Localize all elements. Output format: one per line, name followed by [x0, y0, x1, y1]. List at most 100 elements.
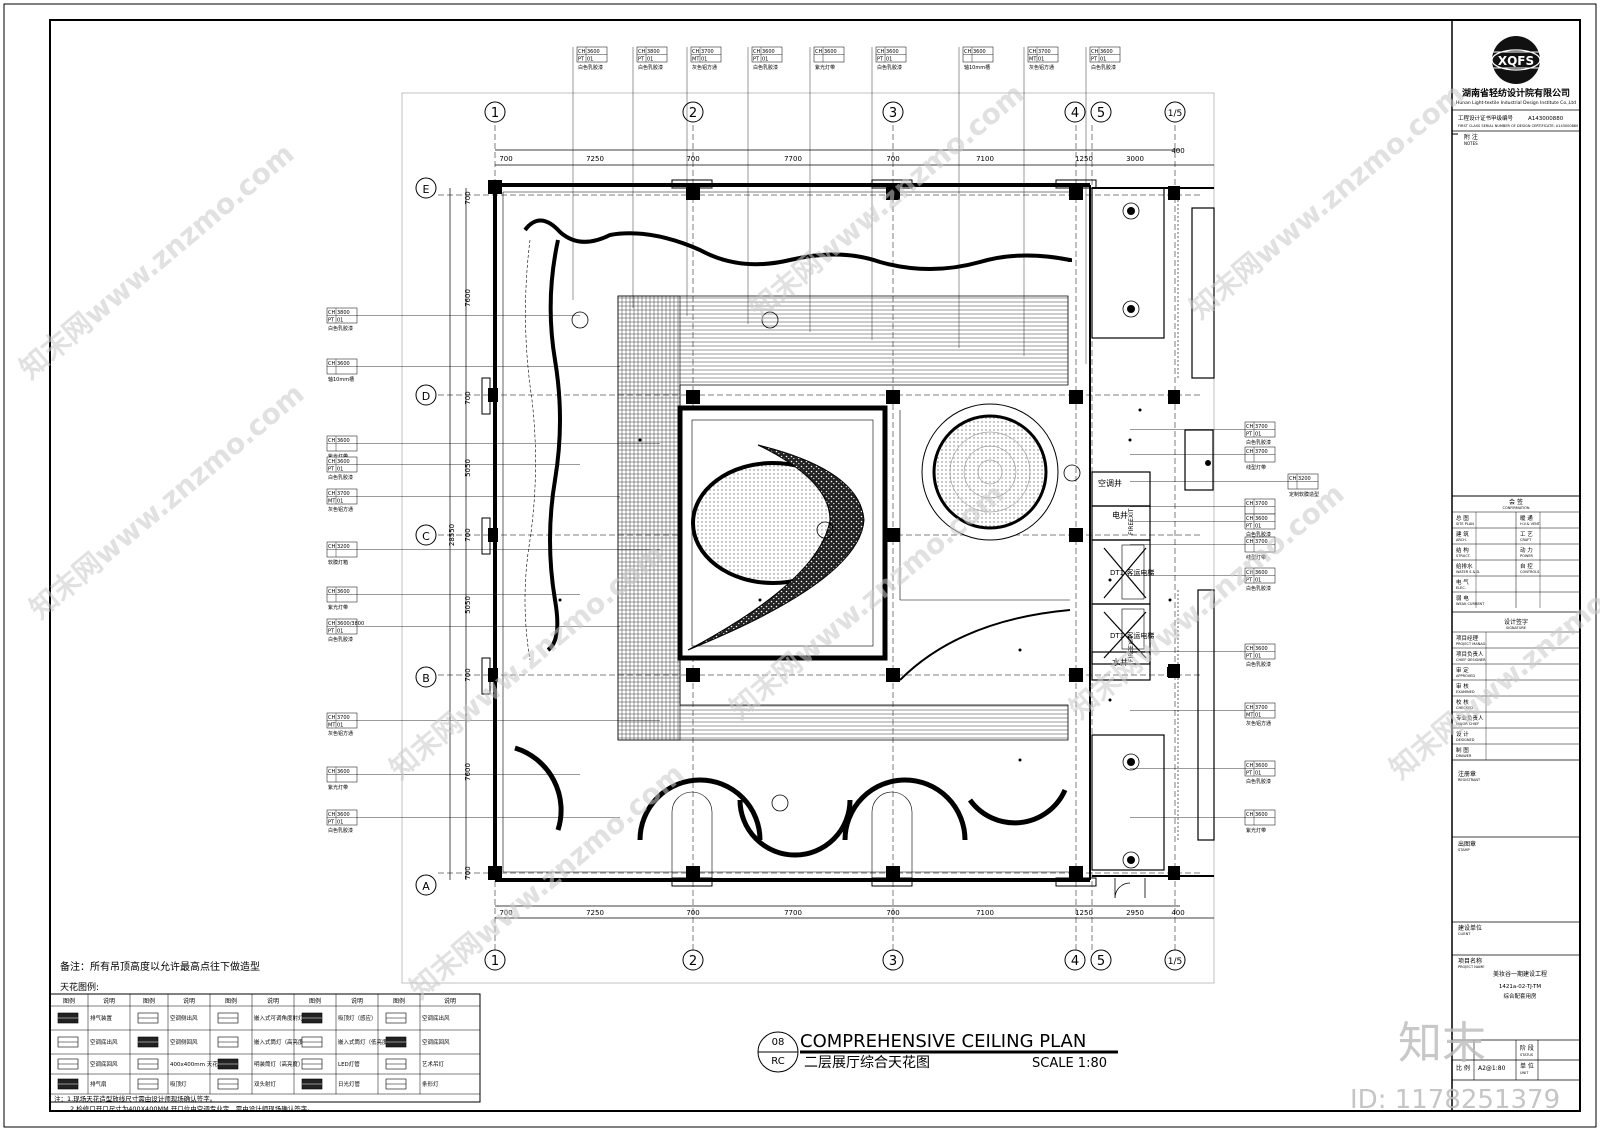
- tag-material: 01: [701, 57, 707, 63]
- svg-text:2: 2: [689, 954, 697, 969]
- dim: 700: [686, 909, 699, 917]
- tag-height: 3600: [762, 49, 775, 55]
- registrant-label: 注册章: [1458, 770, 1476, 778]
- tag-code: MT: [1246, 713, 1254, 719]
- tag-desc: 灰色铝方通: [328, 506, 353, 513]
- tag-code: CH: [753, 49, 760, 55]
- plan-title-block: 08 RC COMPREHENSIVE CEILING PLAN 二层展厅综合天…: [757, 1031, 1118, 1073]
- project-label: 项目名称: [1458, 957, 1482, 965]
- dim: 7100: [976, 909, 994, 917]
- legend-symbol-icon: [137, 1058, 159, 1070]
- tag-code: CH: [328, 361, 335, 367]
- sheet-inner-border: [49, 19, 1581, 1112]
- discipline-label-en: STRUCT.: [1456, 554, 1471, 558]
- dim: 400: [1171, 147, 1184, 155]
- legend-symbol-icon: [137, 1012, 159, 1024]
- legend-item-label: 嵌入式筒灯（高亮度）: [254, 1038, 309, 1046]
- tag-desc: 灰色铝方通: [1029, 64, 1054, 71]
- tag-code: PT: [1091, 57, 1098, 63]
- role-label: 设 计: [1456, 730, 1469, 738]
- legend-note: 2.检修口开口尺寸为400X400MM 开口位由空调专业定，需由设计师现场确认签…: [70, 1104, 314, 1113]
- legend-header: 说明: [103, 997, 115, 1005]
- tag-height: 3600/3800: [337, 621, 364, 627]
- tag-code: PT: [328, 318, 335, 324]
- floor-plan: 700 7250 700 7700 700 7100 1250 3000 400…: [401, 92, 1215, 984]
- legend-header: 图例: [225, 997, 237, 1005]
- stage-label: 阶 段: [1520, 1044, 1534, 1052]
- role-label-en: APPROVED: [1456, 674, 1475, 678]
- dim: 7250: [586, 909, 604, 917]
- tag-desc: 轴10mm槽: [964, 64, 990, 71]
- tag-material: 01: [1255, 771, 1261, 777]
- legend-symbol-icon: [301, 1058, 323, 1070]
- grid-bubble-row-b: B: [415, 666, 437, 688]
- tag-code: PT: [578, 57, 585, 63]
- tag-height: 3600: [973, 49, 986, 55]
- svg-text:B: B: [422, 672, 430, 685]
- grid-bubble-top-5: 5: [1090, 101, 1112, 123]
- discipline-label-en: CRAFT: [1520, 538, 1532, 542]
- grid-bubble-row-a: A: [415, 874, 437, 896]
- structural-columns: [488, 180, 1180, 880]
- grid-bubble-bottom-4: 4: [1064, 949, 1086, 971]
- discipline-label: 电 气: [1456, 578, 1469, 586]
- tag-material: 01: [337, 820, 343, 826]
- dim: 700: [499, 909, 512, 917]
- tag-desc: 白色乳胶漆: [1246, 661, 1271, 668]
- plan-scale: SCALE 1:80: [1032, 1056, 1107, 1071]
- svg-text:5: 5: [1097, 106, 1105, 121]
- dim: 700: [686, 155, 699, 163]
- tag-material: 01: [762, 57, 768, 63]
- discipline-label: 总 图: [1456, 514, 1469, 522]
- round-ceiling-feature: [921, 403, 1059, 541]
- tag-code: CH: [1246, 424, 1253, 430]
- notes-label-en: NOTES: [1464, 141, 1478, 146]
- tag-desc: 白色乳胶漆: [328, 636, 353, 643]
- svg-text:4: 4: [1071, 954, 1079, 969]
- dim: 700: [464, 191, 472, 204]
- dim: 1250: [1075, 155, 1093, 163]
- tag-material: 01: [337, 499, 343, 505]
- tag-code: CH: [328, 544, 335, 550]
- elevator-label: DT1 客运电梯: [1110, 568, 1154, 577]
- grid-bubble-top-1: 1: [484, 101, 506, 123]
- tag-desc: 白色乳胶漆: [328, 827, 353, 834]
- east-corridor: [1091, 187, 1215, 871]
- tag-code: CH: [964, 49, 971, 55]
- legend-note: 注：1.现场天花造型放线尺寸需由设计师现场确认签字。: [54, 1094, 216, 1103]
- tag-material: 01: [886, 57, 892, 63]
- grid-bubble-row-e: E: [415, 177, 437, 199]
- svg-text:1/5: 1/5: [1168, 109, 1182, 119]
- shaft-elec-label: 电井: [1112, 510, 1128, 520]
- legend-symbol-icon: [385, 1012, 407, 1024]
- tag-material: 01: [337, 723, 343, 729]
- dim: 7100: [976, 155, 994, 163]
- legend-symbol-icon: [385, 1036, 407, 1048]
- svg-text:知末网www.znzmo.com: 知末网www.znzmo.com: [1383, 537, 1600, 785]
- discipline-label: 暖 通: [1520, 514, 1533, 522]
- left-dimension-column: 700 7600 700 5050 700 5050 700 7600 700 …: [448, 191, 472, 879]
- signature-label: 设计签字: [1504, 618, 1528, 626]
- svg-text:知末网www.znzmo.com: 知末网www.znzmo.com: [1183, 77, 1470, 325]
- tag-code: CH: [328, 438, 335, 444]
- role-label-en: MAJOR CHIEF: [1456, 722, 1479, 726]
- brand-watermark: 知末: [1398, 1018, 1486, 1069]
- tag-code: CH: [692, 49, 699, 55]
- discipline-label-en: WEAK CURRENT: [1456, 602, 1485, 606]
- tag-height: 3600: [337, 812, 350, 818]
- tag-height: 3700: [1255, 424, 1268, 430]
- legend-header: 图例: [309, 997, 321, 1005]
- tag-code: PT: [1246, 432, 1253, 438]
- legend-symbol-icon: [301, 1078, 323, 1090]
- drawing-name: 综合配套用房: [1503, 992, 1537, 1000]
- tag-code: MT: [328, 499, 336, 505]
- tag-desc: 白色乳胶漆: [1091, 64, 1116, 71]
